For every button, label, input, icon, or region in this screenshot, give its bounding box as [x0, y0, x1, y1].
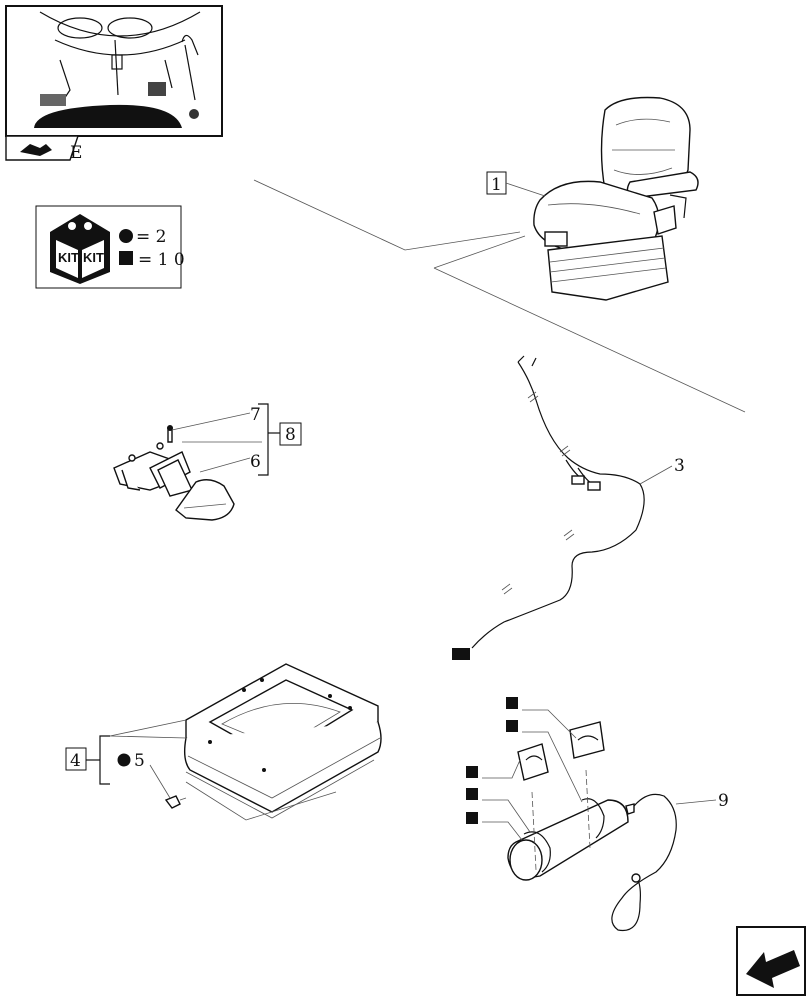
- pedal-bracket[interactable]: [113, 442, 193, 497]
- kit-legend: KIT KIT = 2 = 1 0: [35, 205, 185, 289]
- dashed-axes: [531, 769, 591, 871]
- guide-lines: [253, 179, 746, 413]
- thumbnail-tab[interactable]: E: [5, 135, 82, 163]
- seat-assembly[interactable]: [533, 96, 699, 301]
- callouts-4-5: 4 5: [65, 719, 187, 799]
- square-callout-icon: [466, 812, 478, 824]
- circle-legend-text: = 2: [136, 227, 166, 247]
- callout-5: 5: [134, 751, 145, 771]
- pedal-pad[interactable]: [175, 479, 235, 521]
- circle-symbol-icon: [119, 229, 133, 243]
- wiring-harness[interactable]: [452, 355, 645, 660]
- square-symbol-icon: [119, 251, 133, 265]
- callout-9: 9: [675, 791, 729, 811]
- callout-8: 8: [285, 425, 296, 445]
- callout-4: 4: [70, 751, 81, 771]
- arrow-back-icon[interactable]: [736, 926, 806, 996]
- svg-text:1: 1: [491, 175, 502, 195]
- svg-text:9: 9: [718, 791, 729, 811]
- square-callout-icon: [506, 720, 518, 732]
- bracket-left[interactable]: [517, 743, 549, 781]
- plug-part[interactable]: [164, 795, 187, 809]
- bracket-right[interactable]: [569, 721, 605, 759]
- kit-box-icon: KIT KIT: [50, 214, 110, 284]
- square-callout-icon: [466, 766, 478, 778]
- callout-1: 1: [486, 171, 546, 197]
- thumbnail-view[interactable]: [5, 5, 223, 137]
- callout-8-box: [279, 422, 302, 446]
- callout-6: 6: [250, 452, 261, 472]
- svg-text:3: 3: [674, 456, 685, 476]
- air-cable[interactable]: [611, 793, 677, 932]
- callout-5-circle-icon: [117, 753, 131, 767]
- seat-bellows[interactable]: [183, 663, 382, 821]
- square-legend-text: = 1 0: [138, 250, 185, 270]
- kit-label-left: KIT: [58, 250, 79, 265]
- kit-label-right: KIT: [83, 250, 104, 265]
- callouts-6-7-8: 7 6 8: [171, 403, 302, 476]
- callout-3: 3: [639, 456, 685, 485]
- screw-part[interactable]: [167, 425, 173, 443]
- square-callout-icon: [506, 697, 518, 709]
- square-callout-icon: [466, 788, 478, 800]
- callout-4-box: [65, 747, 87, 771]
- thumbnail-tab-letter: E: [70, 143, 82, 163]
- compressor-tank[interactable]: [507, 798, 635, 881]
- callout-7: 7: [250, 405, 261, 425]
- square-callouts: [466, 697, 583, 841]
